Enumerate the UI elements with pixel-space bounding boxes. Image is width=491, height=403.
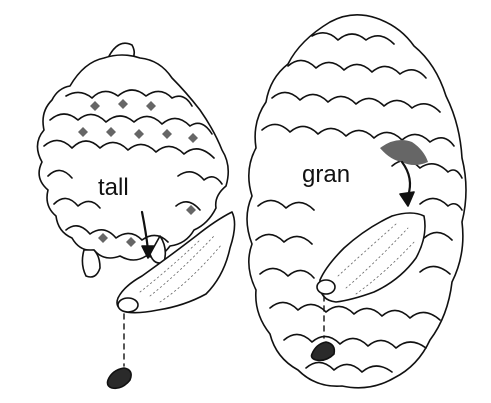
right-cone [247,15,466,388]
right-seed-body [317,280,335,294]
left-cone-lower-scale-1 [82,250,100,277]
left-seed-body [118,298,138,312]
label-tall: tall [98,176,129,200]
right-cone-outline [247,15,466,388]
left-detached-seed [108,368,132,388]
left-cone [37,43,234,388]
label-gran: gran [302,163,350,187]
